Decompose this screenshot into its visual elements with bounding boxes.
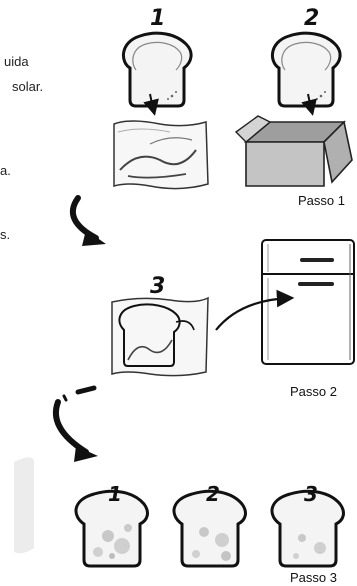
number-1-top: 1 [150,6,166,31]
dot-mark [62,394,68,402]
caption-step-1: Passo 1 [298,193,345,208]
number-2-top: 2 [304,6,320,31]
curved-arrow-2 [52,399,98,462]
moldy-bread-3 [270,489,345,568]
moldy-bread-2 [172,489,247,568]
bag-with-bread [111,296,209,377]
dash-mark [75,385,97,395]
arrow-down-2 [301,93,317,116]
bread-slice-1 [121,31,193,108]
plastic-bag [113,120,209,190]
left-text-fragment-4: s. [0,227,11,242]
curved-arrow-1 [70,195,106,246]
faded-panel [14,457,34,554]
number-2-bottom: 2 [206,482,220,506]
left-text-fragment-3: a. [0,163,11,178]
caption-step-3: Passo 3 [290,570,337,585]
number-3-bottom: 3 [304,482,318,506]
left-text-fragment-1: uida [4,54,29,69]
cardboard-box [234,115,353,187]
refrigerator [261,239,355,365]
caption-step-2: Passo 2 [290,384,337,399]
moldy-bread-1 [74,489,149,568]
number-3-middle: 3 [150,274,166,299]
number-1-bottom: 1 [108,482,122,506]
left-text-fragment-2: solar. [12,79,44,94]
arrow-down-1 [143,93,159,116]
arrow-to-fridge [215,289,295,331]
bread-slice-2 [270,31,342,108]
